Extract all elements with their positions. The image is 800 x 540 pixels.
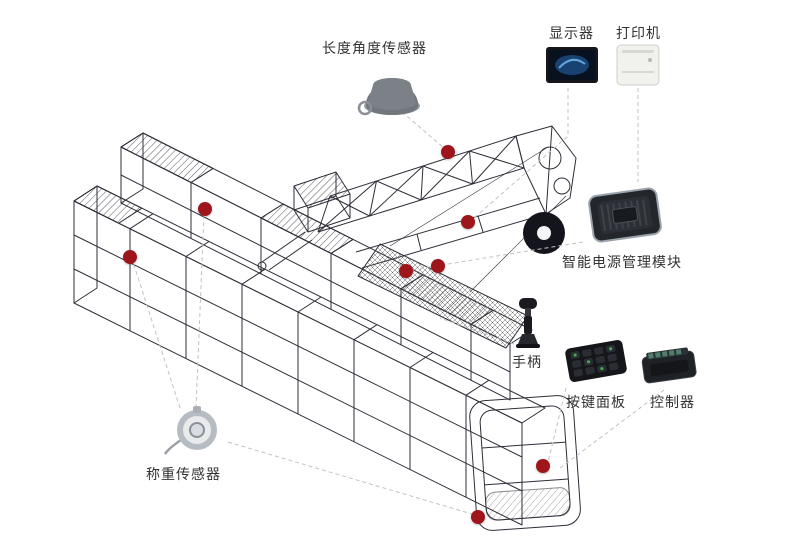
sensor-marker	[461, 215, 475, 229]
connector-length-sensor	[401, 111, 445, 149]
power-module-image	[583, 182, 667, 253]
connector-display	[473, 88, 569, 219]
handle-image	[512, 296, 544, 355]
label-power-module: 智能电源管理模块	[562, 254, 682, 270]
connector-loadcell-up	[195, 213, 205, 409]
monitor-icon	[546, 47, 598, 83]
crane-structure	[73, 125, 581, 531]
connector-keypad	[547, 387, 567, 463]
label-load-cell: 称重传感器	[146, 466, 221, 482]
connector-loadcell-left	[132, 261, 181, 409]
connector-loadcell-right	[227, 441, 473, 515]
controller-image	[638, 344, 700, 393]
controller-icon	[641, 347, 697, 384]
label-display: 显示器	[549, 25, 594, 41]
sensor-marker	[431, 259, 445, 273]
sensor-marker	[123, 250, 137, 264]
dome-sensor-icon	[357, 78, 420, 116]
sensor-marker	[471, 510, 485, 524]
label-controller: 控制器	[650, 394, 695, 410]
keypad-image	[563, 336, 629, 391]
load-cell-image	[163, 404, 227, 461]
keypad-icon	[565, 340, 627, 382]
printer-image	[615, 42, 661, 93]
sensor-marker	[198, 202, 212, 216]
label-length-angle-sensor: 长度角度传感器	[322, 40, 427, 56]
length-angle-sensor-image	[350, 58, 432, 125]
printer-icon	[616, 44, 660, 86]
sensor-marker	[399, 264, 413, 278]
sensor-marker	[441, 145, 455, 159]
display-image	[545, 46, 599, 89]
label-handle: 手柄	[512, 354, 542, 370]
load-cell-icon	[163, 406, 217, 455]
power-module-icon	[588, 187, 662, 243]
connector-handle	[439, 317, 515, 345]
label-keypad: 按键面板	[566, 394, 626, 410]
sensor-marker	[536, 459, 550, 473]
connector-controller	[559, 389, 665, 469]
label-printer: 打印机	[616, 25, 661, 41]
joystick-icon	[516, 298, 540, 348]
